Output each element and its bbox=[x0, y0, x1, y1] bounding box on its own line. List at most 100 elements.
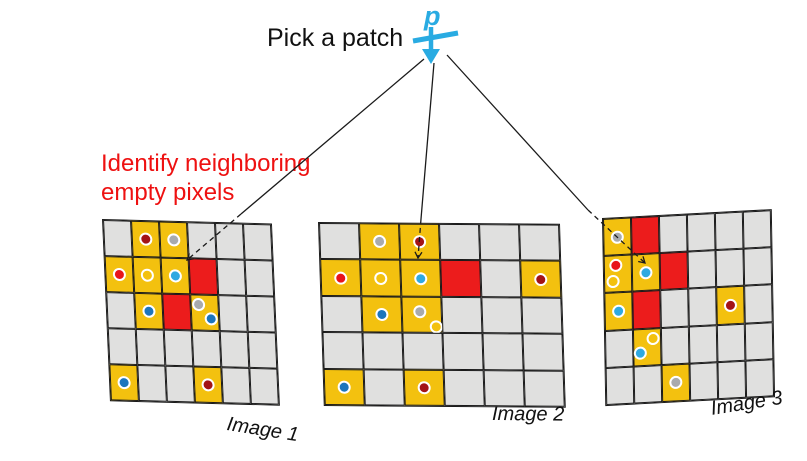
pixel-dot-darkred bbox=[417, 380, 431, 395]
grid-cell-empty-gray bbox=[107, 328, 138, 365]
pixel-dot-cyan bbox=[639, 265, 653, 280]
grid-cell-empty-gray bbox=[660, 288, 689, 328]
grid-cell-filled-yellow bbox=[359, 223, 401, 260]
grid-cell-empty-gray bbox=[363, 368, 405, 406]
patch-symbol-label: p bbox=[424, 1, 441, 31]
pixel-dot-hollow bbox=[646, 331, 660, 346]
grid-cell-empty-gray bbox=[660, 326, 690, 365]
grid-cell-filled-yellow bbox=[131, 220, 161, 258]
pixel-dot-cyan bbox=[633, 346, 647, 361]
grid-cell-filled-yellow bbox=[159, 221, 189, 259]
pixel-grid-image-2 bbox=[318, 222, 566, 408]
grid-cell-empty-gray bbox=[247, 331, 278, 369]
grid-cell-empty-gray bbox=[481, 296, 523, 334]
pixel-dot-gray bbox=[669, 375, 683, 390]
grid-cell-filled-yellow bbox=[401, 296, 443, 334]
grid-cell-filled-yellow bbox=[323, 368, 365, 406]
grid-cell-empty-gray bbox=[103, 220, 133, 257]
grid-cell-filled-yellow bbox=[631, 253, 661, 292]
pixel-dot-hollow bbox=[429, 320, 443, 334]
pixel-dot-blue bbox=[117, 375, 131, 390]
annotation-identify-empty-pixels: Identify neighboring empty pixels bbox=[101, 149, 310, 207]
grid-cell-empty-gray bbox=[686, 213, 716, 252]
grid-cell-empty-gray bbox=[716, 323, 746, 362]
pixel-dot-blue bbox=[375, 307, 389, 321]
grid-cell-filled-yellow bbox=[604, 291, 633, 331]
grid-cell-hole-red bbox=[162, 293, 192, 331]
grid-cell-empty-gray bbox=[218, 295, 248, 332]
grid-cell-empty-gray bbox=[605, 366, 635, 406]
grid-cell-filled-yellow bbox=[520, 260, 562, 298]
grid-cell-empty-gray bbox=[244, 259, 275, 297]
grid-cell-filled-yellow bbox=[160, 257, 191, 295]
grid-cell-empty-gray bbox=[322, 332, 364, 369]
patch-fraction-bar bbox=[412, 30, 459, 44]
patch-arrow-head-icon bbox=[422, 49, 440, 64]
grid-cell-empty-gray bbox=[715, 248, 745, 288]
grid-cell-empty-gray bbox=[221, 367, 251, 404]
grid-cell-filled-yellow bbox=[134, 292, 164, 330]
grid-cell-hole-red bbox=[188, 258, 219, 296]
pixel-dot-blue bbox=[337, 380, 351, 394]
pixel-dot-darkred bbox=[723, 298, 738, 313]
grid-cell-filled-yellow bbox=[399, 223, 441, 261]
annotation-line-2: empty pixels bbox=[101, 179, 235, 206]
grid-cell-empty-gray bbox=[519, 224, 561, 262]
grid-cell-filled-yellow bbox=[603, 254, 633, 294]
grid-cell-empty-gray bbox=[242, 223, 273, 261]
pixel-dot-blue bbox=[142, 304, 156, 318]
grid-cell-empty-gray bbox=[743, 247, 773, 287]
grid-cell-empty-gray bbox=[402, 332, 444, 370]
grid-cell-empty-gray bbox=[480, 260, 522, 298]
grid-cell-empty-gray bbox=[215, 222, 245, 260]
pixel-dot-red bbox=[609, 258, 623, 272]
pixel-grid-image-1 bbox=[102, 219, 280, 406]
grid-cell-empty-gray bbox=[321, 295, 363, 333]
page-title: Pick a patch bbox=[267, 24, 404, 52]
grid-cell-empty-gray bbox=[443, 369, 485, 407]
grid-cell-empty-gray bbox=[439, 223, 481, 261]
grid-cell-empty-gray bbox=[714, 211, 744, 251]
connector-line-to-image-2 bbox=[420, 62, 435, 220]
grid-cell-empty-gray bbox=[106, 292, 136, 329]
grid-cell-empty-gray bbox=[479, 224, 521, 261]
pixel-dot-darkred bbox=[412, 235, 427, 249]
grid-cell-empty-gray bbox=[219, 331, 250, 368]
image-2-label: Image 2 bbox=[491, 403, 565, 426]
connector-line-to-image-3 bbox=[446, 54, 589, 211]
image-1-label: Image 1 bbox=[225, 413, 301, 447]
grid-cell-filled-yellow bbox=[632, 327, 662, 367]
grid-cell-hole-red bbox=[630, 216, 660, 255]
grid-cell-hole-red bbox=[632, 290, 661, 330]
grid-cell-empty-gray bbox=[742, 210, 772, 249]
grid-cell-empty-gray bbox=[688, 324, 718, 364]
grid-cell-empty-gray bbox=[249, 367, 279, 405]
grid-cell-empty-gray bbox=[744, 321, 774, 361]
grid-cell-empty-gray bbox=[633, 364, 663, 404]
grid-cell-filled-yellow bbox=[193, 366, 223, 404]
grid-cell-empty-gray bbox=[246, 295, 276, 333]
grid-cell-filled-yellow bbox=[400, 259, 442, 297]
grid-cell-empty-gray bbox=[362, 332, 404, 370]
grid-cell-empty-gray bbox=[441, 296, 483, 334]
grid-cell-filled-yellow bbox=[104, 256, 135, 293]
pixel-dot-gray bbox=[372, 235, 387, 249]
grid-cell-empty-gray bbox=[442, 333, 484, 370]
grid-cell-filled-yellow bbox=[361, 296, 403, 333]
pixel-dot-hollow bbox=[140, 268, 155, 282]
pixel-dot-darkred bbox=[139, 232, 153, 246]
grid-cell-filled-yellow bbox=[132, 256, 163, 294]
pixel-dot-gray bbox=[191, 297, 206, 312]
pixel-dot-red bbox=[112, 267, 127, 282]
pixel-dot-gray bbox=[413, 305, 427, 319]
grid-cell-hole-red bbox=[440, 260, 482, 297]
grid-cell-empty-gray bbox=[688, 287, 717, 327]
grid-cell-empty-gray bbox=[687, 250, 717, 289]
grid-cell-hole-red bbox=[659, 251, 689, 291]
grid-cell-empty-gray bbox=[187, 222, 217, 260]
pixel-dot-gray bbox=[610, 229, 624, 244]
pixel-dot-cyan bbox=[414, 271, 428, 285]
pixel-grid-image-3 bbox=[602, 209, 776, 407]
grid-cell-empty-gray bbox=[689, 361, 719, 401]
pixel-dot-darkred bbox=[201, 378, 215, 392]
